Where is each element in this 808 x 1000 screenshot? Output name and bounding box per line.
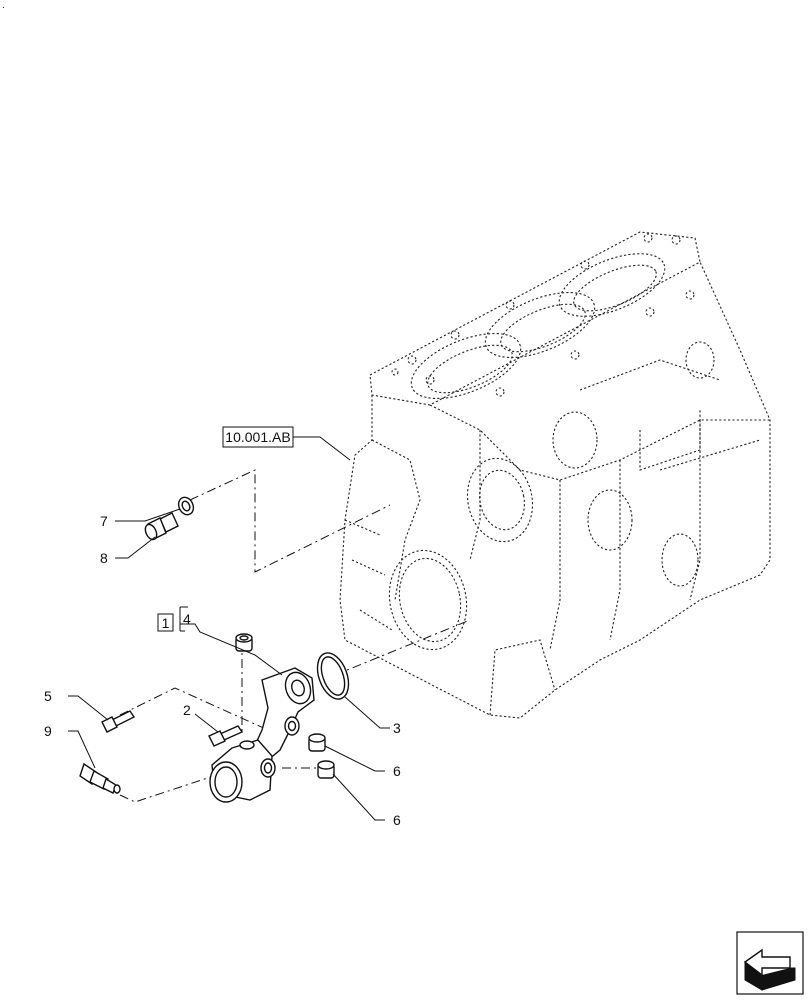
callout-9: 9	[44, 723, 52, 739]
callout-5: 5	[44, 688, 52, 704]
bolt5-assembly-line	[119, 687, 269, 731]
plug-part-6b	[317, 760, 335, 779]
bolt-part-5	[101, 710, 136, 733]
kit-box-label: 1	[162, 615, 170, 631]
arrow-left-icon[interactable]	[736, 931, 804, 995]
plug-assembly-line	[189, 469, 391, 573]
washer-part	[177, 496, 195, 516]
engine-block-ghost	[339, 231, 771, 719]
oring-assembly-line	[334, 619, 471, 676]
callout-8: 8	[100, 550, 108, 566]
callout-4: 4	[183, 611, 191, 627]
callout-2: 2	[183, 702, 191, 718]
reference-tag[interactable]: 10.001.AB	[222, 426, 294, 448]
callout-3: 3	[393, 720, 401, 736]
callout-6-upper: 6	[393, 763, 401, 779]
kit-box-1: 1	[157, 606, 188, 632]
corner-mark: .	[2, 0, 5, 11]
bolt-part-2	[208, 725, 244, 747]
reference-label: 10.001.AB	[225, 429, 290, 445]
water-outlet-housing	[209, 667, 315, 803]
drain-plug-part	[144, 512, 179, 541]
callout-7: 7	[100, 513, 108, 529]
sensor-assembly-line	[119, 759, 263, 803]
oring-part	[316, 652, 350, 700]
callout-leaders	[68, 508, 390, 821]
callout-6-lower: 6	[393, 812, 401, 828]
temperature-sensor-part	[79, 762, 121, 794]
reference-leader	[293, 436, 351, 461]
plug-part-6a	[308, 733, 326, 752]
plug-part-4	[235, 633, 253, 652]
